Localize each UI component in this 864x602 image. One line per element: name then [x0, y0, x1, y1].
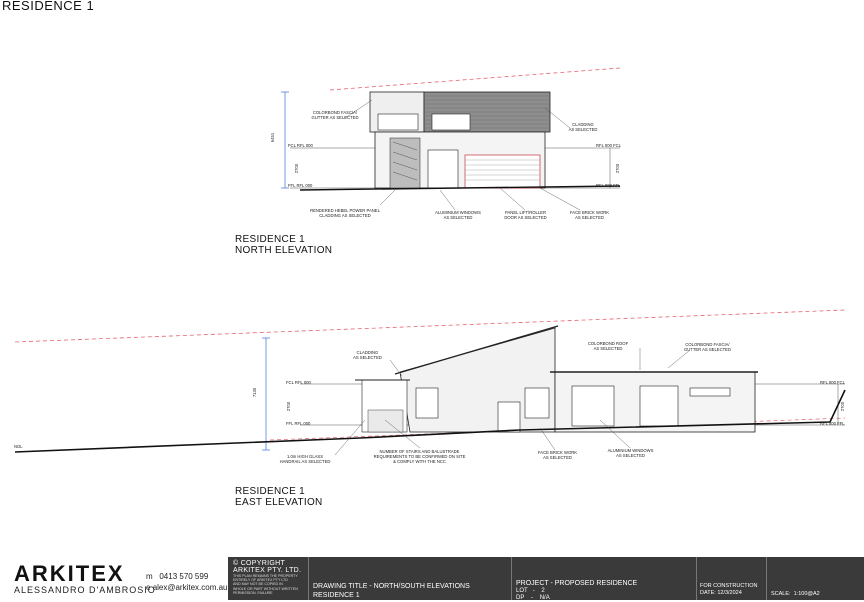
east-level-fcl-right: RFL 000 FCL: [820, 380, 845, 385]
scale-row: SCALE: 1:100@A2: [771, 590, 860, 599]
contact-phone-row: m 0413 570 599: [146, 571, 228, 582]
contact-email-row: e alex@arkitex.com.au: [146, 582, 228, 593]
north-dim-ceiling: 2700: [294, 163, 300, 174]
lot-row: LOT - 2: [516, 588, 692, 595]
east-level-ffl-right: RFL 000 FFL: [820, 421, 845, 426]
east-note-handrail: 1.0m HIGH GLASS HANDRAIL AS SELECTED: [279, 454, 331, 464]
north-elevation-drawing: [281, 67, 621, 211]
north-upper-window-2: [431, 113, 471, 131]
east-sliding-door: [571, 385, 615, 427]
east-label-line1: RESIDENCE 1: [235, 486, 305, 497]
east-note-stairs: NUMBER OF STAIRS AND BALUSTRADE REQUIREM…: [373, 449, 466, 464]
east-stairs: [367, 409, 404, 433]
east-level-ngl: NGL: [14, 444, 23, 449]
north-label-line2: NORTH ELEVATION: [235, 245, 333, 256]
drawing-subtitle: RESIDENCE 1: [313, 592, 360, 599]
east-note-fascia: COLORBOND FASCIA/ GUTTER AS SELECTED: [683, 342, 731, 352]
east-level-ffl-left: FFL RFL 000: [286, 421, 311, 426]
east-roof-datum-line: [14, 309, 846, 343]
east-label-line2: EAST ELEVATION: [235, 497, 323, 508]
north-level-fcl-left: FCL RFL 000: [288, 143, 313, 148]
copyright-cell: © COPYRIGHT ARKITEX PTY. LTD. THIS PLAN …: [228, 557, 308, 600]
north-dim-total: 6451: [270, 132, 276, 143]
east-window-2: [639, 385, 679, 427]
date-label: DATE:: [700, 590, 716, 596]
company-logo: ARKITEX: [14, 561, 125, 586]
north-dim-ceiling-right: 2700: [615, 163, 621, 174]
project-cell: PROJECT - PROPOSED RESIDENCE LOT - 2 DP …: [511, 557, 696, 602]
scale-cell: SCALE: 1:100@A2: [766, 557, 864, 600]
contact-details: m 0413 570 599 e alex@arkitex.com.au: [146, 571, 228, 593]
north-roof-datum-line: [329, 67, 621, 91]
dp-sep: -: [531, 595, 534, 601]
east-elevation-drawing: [14, 309, 846, 456]
north-note-door: PANEL LIFT/ROLLER DOOR AS SELECTED: [504, 210, 547, 220]
north-ground-line: [299, 185, 621, 191]
date-row: DATE: 12/3/2024: [700, 590, 763, 597]
scale-value: 1:100@A2: [793, 591, 820, 597]
title-block-info: © COPYRIGHT ARKITEX PTY. LTD. THIS PLAN …: [228, 557, 864, 602]
scale-label: SCALE:: [771, 591, 791, 597]
north-level-ffl-right: RFL 000 FFL: [596, 183, 621, 188]
east-elevation-label: RESIDENCE 1 EAST ELEVATION: [235, 486, 323, 508]
east-highlight-window: [689, 387, 731, 397]
east-dim-ceiling: 2700: [286, 401, 292, 412]
east-note-cladding: CLADDING AS SELECTED: [353, 350, 382, 360]
east-note-brick: FACE BRICK WORK AS SELECTED: [537, 450, 578, 460]
east-skillion-roof: [394, 325, 559, 375]
north-note-cladding: CLADDING AS SELECTED: [568, 122, 598, 132]
dp-value: N/A: [539, 595, 550, 601]
east-note-windows: ALUMINIUM WINDOWS AS SELECTED: [607, 448, 654, 458]
north-entry-door: [427, 149, 459, 189]
north-note-hebel: RENDERED HEBEL POWER PANEL CLADDING AS S…: [310, 208, 380, 218]
phone-label: m: [146, 572, 153, 581]
north-entry-screen: [389, 137, 421, 189]
email-address: alex@arkitex.com.au: [152, 583, 228, 592]
north-note-windows: ALUMINIUM WINDOWS AS SELECTED: [435, 210, 481, 220]
east-note-roof: COLORBOND ROOF AS SELECTED: [587, 341, 629, 351]
phone-number: 0413 570 599: [159, 572, 209, 581]
east-level-fcl-left: FCL RFL 000: [286, 380, 311, 385]
date-value: 12/3/2024: [717, 590, 742, 596]
lot-value: 2: [541, 588, 545, 594]
dp-label: DP: [516, 595, 525, 601]
copyright-title: © COPYRIGHT: [233, 560, 286, 567]
north-level-fcl-right: RFL 000 FCL: [596, 143, 621, 148]
north-note-brick: FACE BRICK WORK AS SELECTED: [569, 210, 610, 220]
north-note-fascia: COLORBOND FASCIA/ GUTTER AS SELECTED: [311, 110, 359, 120]
dp-row: DP - N/A: [516, 595, 692, 602]
email-label: e: [146, 583, 151, 592]
east-dim-ceiling-right: 2700: [840, 401, 846, 412]
lot-sep: -: [532, 588, 535, 594]
title-block-logo-area: ARKITEX ALESSANDRO D'AMBROSIO m 0413 570…: [0, 557, 228, 600]
designer-name: ALESSANDRO D'AMBROSIO: [14, 585, 156, 595]
status-cell: FOR CONSTRUCTION DATE: 12/3/2024: [696, 557, 766, 600]
east-window-1: [415, 387, 439, 419]
east-dim-total: 7130: [252, 387, 258, 398]
east-window-3: [524, 387, 550, 419]
east-ground-line: [14, 389, 846, 453]
drawing-title-cell: DRAWING TITLE - NORTH/SOUTH ELEVATIONS R…: [308, 557, 511, 600]
drawing-title: DRAWING TITLE - NORTH/SOUTH ELEVATIONS: [313, 583, 470, 590]
page-title: RESIDENCE 1: [2, 0, 95, 13]
north-level-ffl-left: FFL RFL 000: [288, 183, 313, 188]
copyright-body: THIS PLAN REMAINS THE PROPERTY ENTIRELY …: [233, 574, 298, 595]
project-title: PROJECT - PROPOSED RESIDENCE: [516, 580, 638, 587]
north-label-line1: RESIDENCE 1: [235, 234, 305, 245]
north-upper-window-1: [377, 113, 419, 131]
east-hws-unit: [497, 401, 521, 433]
lot-label: LOT: [516, 588, 528, 594]
status: FOR CONSTRUCTION: [700, 583, 758, 589]
copyright-company: ARKITEX PTY. LTD.: [233, 567, 302, 574]
title-block: ARKITEX ALESSANDRO D'AMBROSIO m 0413 570…: [0, 557, 864, 602]
north-elevation-label: RESIDENCE 1 NORTH ELEVATION: [235, 234, 332, 256]
